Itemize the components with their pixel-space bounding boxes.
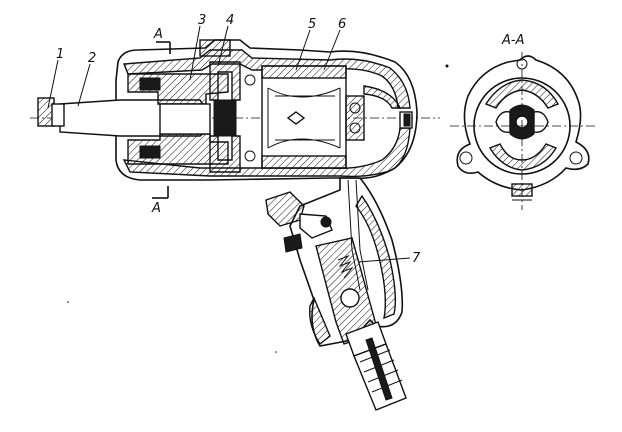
inner-hatched-ring <box>484 79 559 109</box>
cylinder-wall-bottom <box>261 155 347 169</box>
rear-plug-cap <box>403 113 411 127</box>
trigger-pivot <box>320 216 332 228</box>
clutch-pin <box>213 99 237 137</box>
callout-4: 4 <box>226 13 234 28</box>
trigger <box>265 191 305 227</box>
bottom-port <box>511 183 533 197</box>
cam-lobes <box>495 111 549 133</box>
front-bearing-ball-bottom <box>244 150 256 162</box>
valve-spring <box>337 254 354 279</box>
top-lug <box>199 39 231 57</box>
air-inlet-center <box>365 337 393 401</box>
rear-bearing-ball-2 <box>349 122 361 134</box>
valve-ball <box>340 288 360 308</box>
section-aa-view: А-А <box>450 33 596 210</box>
scan-specks <box>67 64 449 353</box>
callout-1: 1 <box>56 47 64 62</box>
rotor-housing-cylinder <box>261 65 347 169</box>
trigger-screw <box>283 233 303 253</box>
cam-claw-bottom <box>139 145 161 159</box>
section-mark-bottom-letter: A <box>151 201 161 216</box>
flange-outline <box>456 55 590 191</box>
callout-2: 2 <box>88 51 96 66</box>
callout-3: 3 <box>198 13 206 28</box>
section-mark-top-letter: A <box>153 27 163 42</box>
inner-hatched-ring-lower <box>488 143 558 171</box>
section-mark-bottom: A <box>151 186 169 216</box>
callout-7: 7 <box>412 251 421 266</box>
rotor <box>267 87 341 149</box>
spindle-neck <box>51 103 65 127</box>
handle-grip-hatch <box>355 194 397 320</box>
lug-right <box>569 151 583 165</box>
clutch-cage <box>209 61 241 101</box>
rear-cap <box>363 85 402 109</box>
handle-side-hatch <box>309 296 331 346</box>
cam-body <box>159 103 211 135</box>
cylinder-wall-top <box>261 65 347 79</box>
leader-lines <box>47 25 411 263</box>
callout-6: 6 <box>338 17 346 32</box>
section-mark-top: A <box>153 27 171 54</box>
section-aa-title: А-А <box>501 33 524 48</box>
lug-left <box>459 151 473 165</box>
rotor-shaft-end <box>286 111 306 125</box>
callout-5: 5 <box>308 17 316 32</box>
cam-claw-top <box>139 77 161 91</box>
front-bearing-ball-top <box>244 74 256 86</box>
main-section-view: A A 1 2 3 4 5 6 7 <box>30 13 440 411</box>
rear-bearing-ball <box>349 102 361 114</box>
